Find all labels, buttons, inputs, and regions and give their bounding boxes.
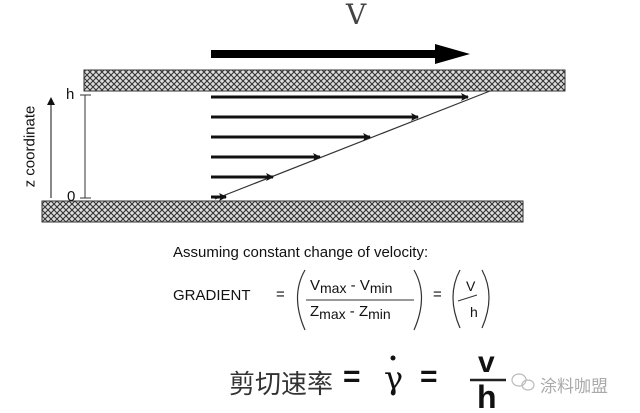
final-numerator: v — [478, 346, 495, 379]
gamma-dot-mark — [390, 355, 396, 361]
assumption-text: Assuming constant change of velocity: — [173, 244, 429, 261]
gamma-dot: γ — [384, 359, 404, 397]
gradient-right-paren — [413, 269, 423, 331]
equals-2: = — [433, 286, 442, 303]
bottom-plate — [41, 200, 524, 223]
plate-velocity-arrowhead — [435, 44, 470, 64]
final-denominator: h — [477, 379, 497, 413]
rhs-numerator: V — [466, 278, 476, 294]
gradient-left-paren — [296, 269, 306, 331]
height-bracket — [80, 94, 91, 199]
equals-1: = — [276, 286, 285, 303]
velocity-arrows — [211, 93, 469, 201]
watermark: 涂料咖盟 — [540, 377, 608, 397]
rhs-denominator: h — [470, 304, 478, 320]
velocity-profile-line — [214, 90, 491, 200]
z-axis-label: z coordinate — [21, 105, 39, 188]
rhs-left-paren — [452, 269, 461, 329]
equals-4: = — [420, 360, 438, 393]
velocity-label: V — [346, 0, 367, 31]
wechat-icon — [511, 373, 535, 391]
gradient-label: GRADIENT — [173, 287, 251, 304]
rhs-slash — [457, 294, 478, 302]
zero-tick-label: 0 — [67, 188, 76, 205]
gradient-denominator: Zmax - Zmin — [310, 303, 391, 322]
h-tick-label: h — [66, 86, 75, 103]
top-plate — [83, 69, 566, 92]
gradient-numerator: Vmax - Vmin — [310, 277, 393, 296]
rhs-right-paren — [481, 269, 490, 329]
shear-rate-label: 剪切速率 — [229, 370, 334, 400]
equals-3: = — [343, 360, 361, 393]
